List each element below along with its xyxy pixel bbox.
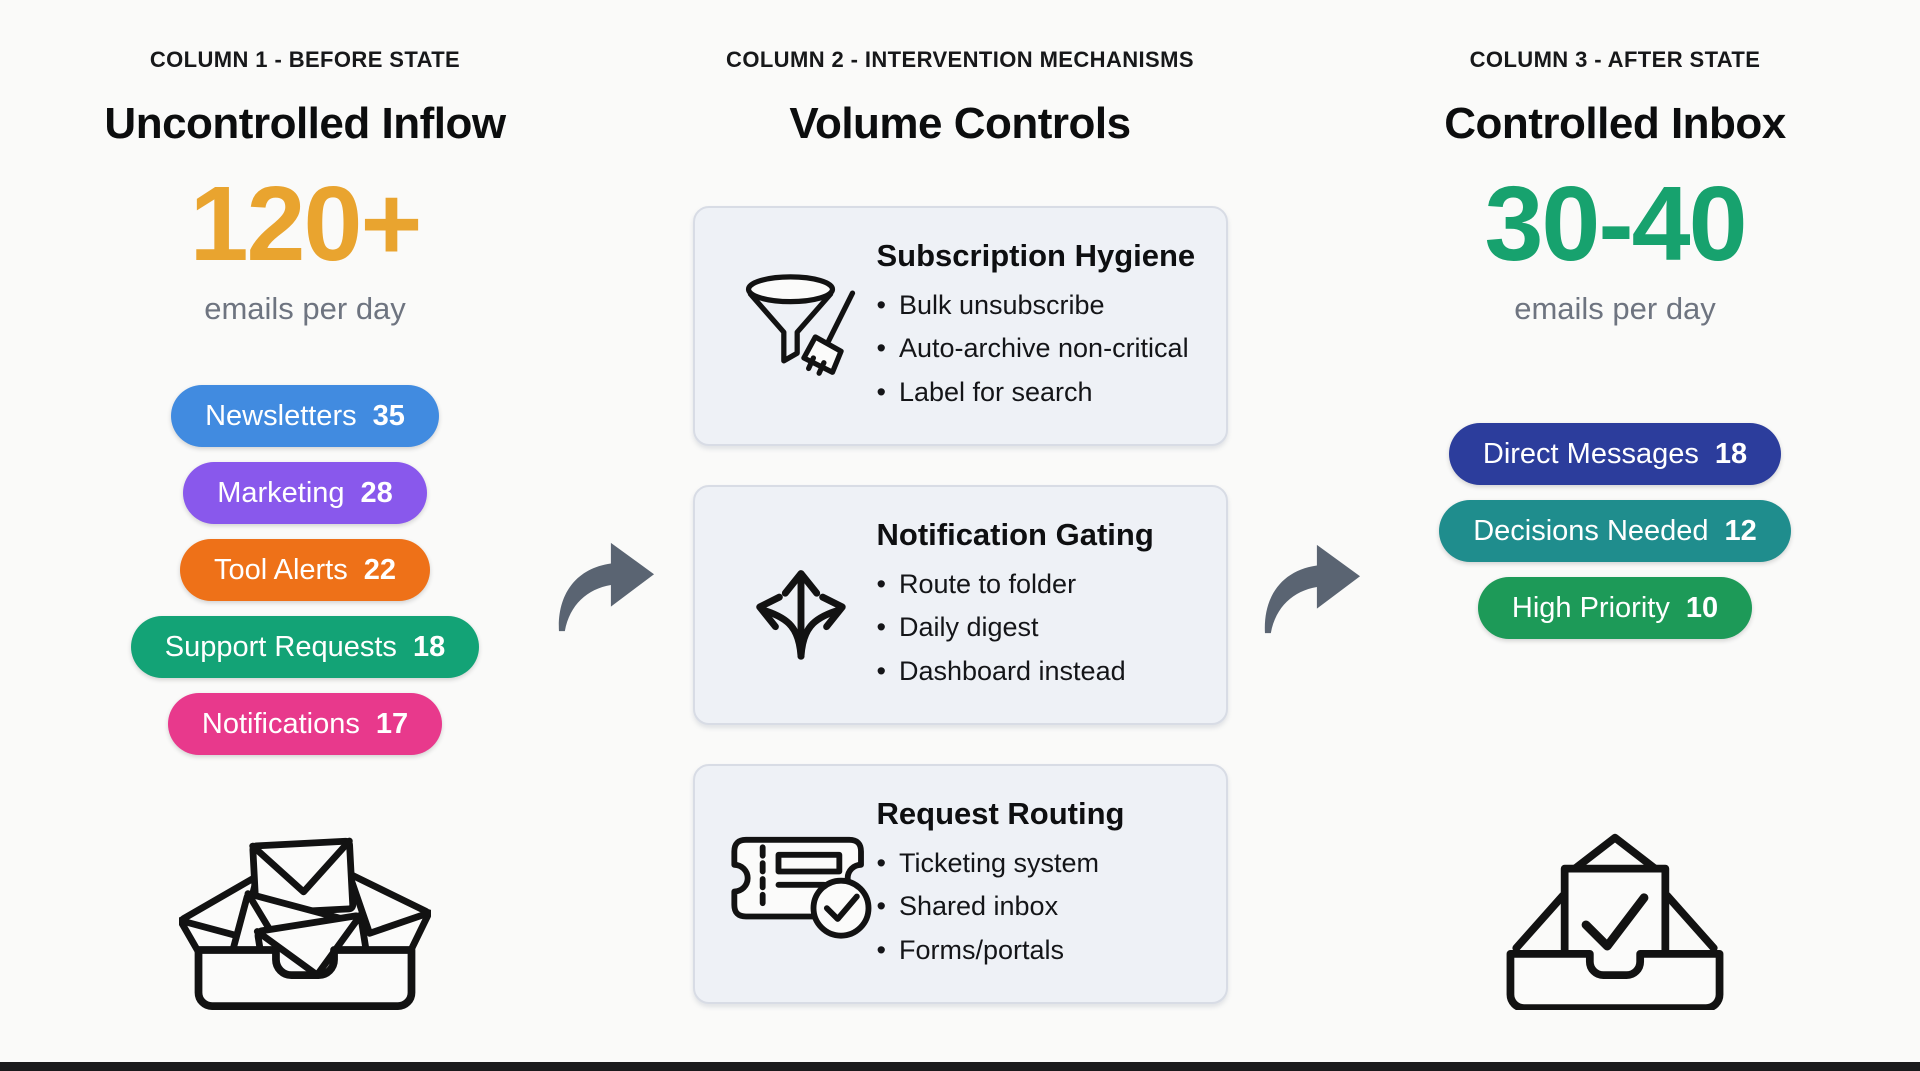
column-caption: COLUMN 2 - INTERVENTION MECHANISMS [726,47,1194,72]
pill-newsletters: Newsletters 35 [171,385,439,447]
image-bottom-edge [0,1062,1920,1071]
pill-label: Direct Messages [1482,437,1699,470]
pill-label: Notifications [201,707,360,740]
pill-notifications: Notifications 17 [167,693,443,755]
bullet-item: Auto-archive non-critical [877,327,1200,370]
pill-decisions-needed: Decisions Needed 12 [1439,500,1791,562]
metric-value: 30-40 [1484,165,1747,283]
bullet-item: Route to folder [877,563,1200,606]
pill-label: High Priority [1511,591,1670,624]
pill-count: 28 [360,476,393,509]
overflowing-inbox-icon [179,837,431,1010]
pill-support-requests: Support Requests 18 [130,616,480,678]
funnel-broom-icon [725,270,877,382]
bullet-item: Dashboard instead [877,650,1200,693]
card-title: Request Routing [876,796,1125,832]
column-title: Controlled Inbox [1444,99,1786,148]
bullet-item: Ticketing system [877,842,1200,885]
pill-count: 12 [1724,514,1757,547]
pill-direct-messages: Direct Messages 18 [1448,423,1782,485]
pill-tool-alerts: Tool Alerts 22 [179,539,431,601]
column-title: Volume Controls [789,99,1131,148]
bullet-item: Forms/portals [877,929,1200,972]
bullet-item: Daily digest [877,606,1200,649]
card-title: Notification Gating [876,517,1154,553]
card-bullet-list: Ticketing system Shared inbox Forms/port… [877,842,1200,972]
pill-count: 18 [1714,437,1748,470]
bullet-item: Shared inbox [877,885,1200,928]
card-notification-gating: Notification Gating Route to folder Dail… [692,485,1228,725]
ticket-check-icon [725,823,877,945]
metric-value: 120+ [189,165,423,283]
pill-label: Newsletters [205,399,357,432]
pill-label: Support Requests [164,630,397,663]
column-title: Uncontrolled Inflow [104,99,506,148]
pill-count: 17 [375,707,409,740]
pill-count: 22 [363,553,397,586]
pill-label: Decisions Needed [1473,514,1709,547]
metric-label: emails per day [204,291,406,326]
column-before-state: COLUMN 1 - BEFORE STATE Uncontrolled Inf… [0,0,610,1010]
card-request-routing: Request Routing Ticketing system Shared … [692,764,1228,1004]
branch-arrows-icon [725,546,877,664]
card-title: Subscription Hygiene [876,238,1196,274]
bullet-item: Bulk unsubscribe [877,284,1200,327]
column-caption: COLUMN 1 - BEFORE STATE [149,47,461,72]
before-pill-stack: Newsletters 35 Marketing 28 Tool Alerts … [130,385,480,755]
card-subscription-hygiene: Subscription Hygiene Bulk unsubscribe Au… [692,206,1228,446]
flow-arrow-icon [558,542,655,632]
card-bullet-list: Route to folder Daily digest Dashboard i… [877,563,1200,693]
bullet-item: Label for search [877,371,1200,414]
pill-label: Marketing [217,476,345,509]
pill-count: 18 [412,630,446,663]
metric-label: emails per day [1514,291,1716,326]
flow-arrow-icon [1264,544,1361,634]
column-after-state: COLUMN 3 - AFTER STATE Controlled Inbox … [1310,0,1920,1010]
pill-count: 35 [372,399,405,432]
pill-marketing: Marketing 28 [183,462,427,524]
clean-inbox-icon [1506,833,1724,1010]
intervention-card-stack: Subscription Hygiene Bulk unsubscribe Au… [692,206,1228,1004]
card-bullet-list: Bulk unsubscribe Auto-archive non-critic… [877,284,1200,414]
pill-high-priority: High Priority 10 [1477,577,1753,639]
after-pill-stack: Direct Messages 18 Decisions Needed 12 H… [1439,423,1791,639]
pill-count: 10 [1685,591,1719,624]
pill-label: Tool Alerts [213,553,348,586]
column-intervention-mechanisms: COLUMN 2 - INTERVENTION MECHANISMS Volum… [610,0,1310,1004]
column-caption: COLUMN 3 - AFTER STATE [1469,47,1761,72]
